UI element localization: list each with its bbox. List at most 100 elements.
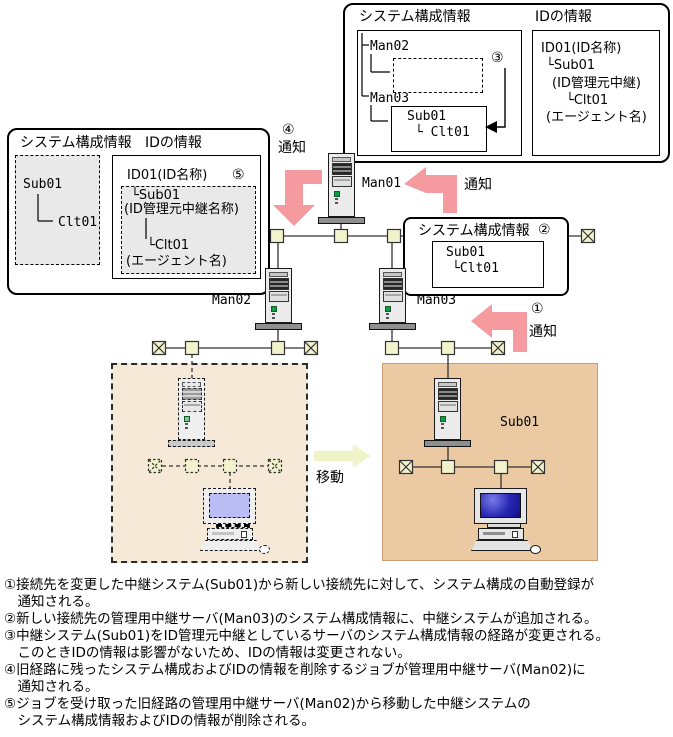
left-id-line-1: └Sub01 bbox=[131, 188, 181, 203]
top-tree-lines bbox=[361, 33, 390, 122]
left-id-head: ID01(ID名称) bbox=[127, 168, 208, 183]
network-endpoint-node-icon bbox=[151, 340, 167, 356]
server-icon-man03 bbox=[369, 268, 416, 330]
notify4-label: 通知 bbox=[278, 140, 306, 156]
left-clt01-label: Clt01 bbox=[58, 215, 98, 230]
server-led bbox=[385, 306, 391, 312]
client-screen bbox=[209, 493, 250, 518]
server-slot bbox=[383, 272, 402, 277]
network-endpoint-node-icon bbox=[267, 458, 283, 474]
network-hub-node-icon bbox=[440, 340, 456, 356]
network-endpoint-node-icon bbox=[303, 340, 319, 356]
network-hub-node-icon bbox=[270, 340, 286, 356]
server-slot bbox=[182, 382, 201, 387]
step2-badge: ② bbox=[538, 222, 551, 238]
server-led bbox=[334, 191, 340, 197]
server-body bbox=[328, 153, 355, 217]
tree-clt01-label: └ Clt01 bbox=[415, 125, 470, 140]
client-icon-new bbox=[471, 488, 541, 554]
left-id-line-3: └Clt01 bbox=[147, 238, 190, 253]
man03-sysconfig-box: システム構成情報 ② Sub01 └Clt01 bbox=[403, 217, 569, 296]
id-line-4: └Clt01 bbox=[566, 93, 609, 108]
server-icon-man01 bbox=[318, 153, 365, 224]
client-drive-slot bbox=[483, 532, 505, 535]
network-endpoint-node-icon bbox=[530, 459, 546, 475]
server-grill bbox=[332, 163, 352, 175]
network-hub-node-icon bbox=[333, 228, 349, 244]
notify-arrow-icon-step4 bbox=[273, 170, 322, 226]
server-icon-man02 bbox=[255, 268, 302, 330]
tree-sub01-label: Sub01 bbox=[407, 109, 447, 124]
server-stand bbox=[369, 323, 416, 330]
server-bay bbox=[269, 291, 289, 302]
note-line: ③中継システム(Sub01)をID管理元中継としているサーバのシステム構成情報の… bbox=[4, 628, 610, 644]
box2-sub01: Sub01 bbox=[446, 245, 486, 260]
server-slot bbox=[438, 382, 457, 387]
top-sys-title: システム構成情報 bbox=[359, 9, 471, 25]
server-led bbox=[440, 416, 446, 422]
network-endpoint-node-icon bbox=[490, 340, 506, 356]
box2-clt01: └Clt01 bbox=[452, 261, 499, 276]
left-id-line-2: (ID管理元中継名称) bbox=[124, 202, 239, 217]
box2-title: システム構成情報 bbox=[418, 223, 530, 239]
network-endpoint-node-icon bbox=[580, 228, 596, 244]
client-mouse bbox=[530, 545, 541, 554]
notes-block: ①接続先を変更した中継システム(Sub01)から新しい接続先に対して、システム構… bbox=[4, 577, 670, 730]
network-hub-node-icon bbox=[184, 458, 200, 474]
man01-label: Man01 bbox=[362, 176, 402, 191]
tree-man02-label: Man02 bbox=[370, 39, 410, 54]
notify-arrow-icon-step1 bbox=[471, 304, 527, 352]
step4-badge: ④ bbox=[282, 122, 295, 138]
server-dot bbox=[386, 317, 389, 319]
left-id-deleted-box: └Sub01 (ID管理元中継名称) └Clt01 (エージェント名) bbox=[121, 186, 256, 274]
client-screen bbox=[480, 493, 521, 518]
server-slot bbox=[269, 272, 288, 277]
note-line: システム構成情報およびIDの情報が削除される。 bbox=[4, 713, 315, 729]
server-dot bbox=[386, 313, 389, 315]
server-bay bbox=[438, 401, 458, 412]
server-dot bbox=[441, 427, 444, 429]
network-hub-node-icon bbox=[184, 340, 200, 356]
server-stand bbox=[168, 440, 215, 447]
tree-man03-label: Man03 bbox=[370, 91, 410, 106]
network-hub-node-icon bbox=[493, 459, 509, 475]
step3-arrow-icon bbox=[485, 68, 506, 133]
server-body bbox=[178, 378, 205, 440]
id-line-5: (エージェント名) bbox=[546, 110, 647, 125]
client-stand bbox=[486, 524, 521, 528]
client-power-button bbox=[512, 531, 518, 538]
server-icon-old-sub01-ghost bbox=[168, 378, 215, 447]
server-stand bbox=[255, 323, 302, 330]
note-line: ①接続先を変更した中継システム(Sub01)から新しい接続先に対して、システム構… bbox=[4, 577, 595, 593]
step1-badge: ① bbox=[531, 301, 544, 317]
left-tree-lines bbox=[37, 194, 147, 239]
id-line-1: ID01(ID名称) bbox=[541, 41, 622, 56]
client-icon-old-ghost bbox=[200, 488, 270, 554]
left-id-line-4: (エージェント名) bbox=[126, 254, 227, 269]
man03-label: Man03 bbox=[417, 293, 457, 308]
server-dot bbox=[272, 313, 275, 315]
server-grill bbox=[383, 278, 403, 290]
server-stand bbox=[424, 440, 471, 447]
man02-label: Man02 bbox=[212, 293, 252, 308]
note-line: 通知される。 bbox=[4, 679, 99, 695]
sub01-zone-label: Sub01 bbox=[500, 415, 540, 430]
network-hub-node-icon bbox=[384, 340, 400, 356]
server-body bbox=[379, 268, 406, 323]
server-led bbox=[184, 416, 190, 422]
client-power-button bbox=[241, 531, 247, 538]
network-hub-node-icon bbox=[440, 459, 456, 475]
left-info-box: システム構成情報 IDの情報 Sub01 Clt01 ID01(ID名称) ⑤ … bbox=[7, 128, 270, 295]
server-dot bbox=[441, 423, 444, 425]
network-endpoint-node-icon bbox=[147, 458, 163, 474]
step5-badge: ⑤ bbox=[232, 167, 245, 183]
server-bay bbox=[182, 401, 202, 412]
top-id-title: IDの情報 bbox=[535, 9, 592, 25]
server-dot bbox=[335, 198, 338, 200]
note-line: 通知される。 bbox=[4, 594, 99, 610]
id-line-3: (ID管理元中継) bbox=[552, 76, 641, 91]
top-info-box: システム構成情報 IDの情報 Man02 Man03 Sub01 └ Clt01… bbox=[343, 3, 670, 163]
